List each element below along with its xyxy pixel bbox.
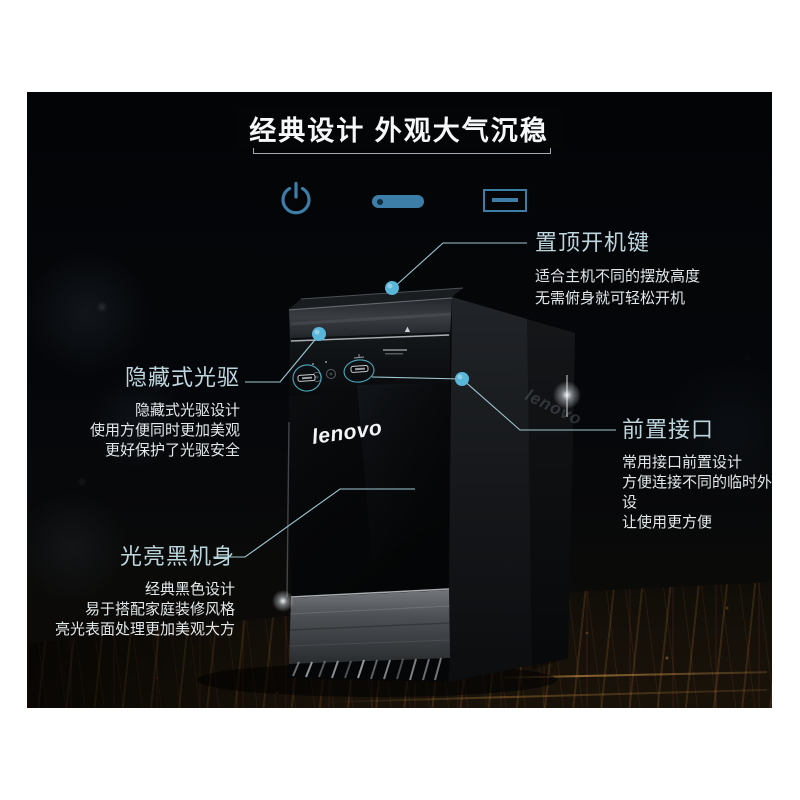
tower-side-shade — [527, 318, 575, 670]
base-band — [289, 590, 450, 664]
usb-symbol-mark — [353, 354, 365, 359]
callout-desc-line: 易于搭配家庭装修风格 — [84, 601, 235, 618]
optical-drive-cover — [289, 297, 452, 342]
callout-desc: 常用接口前置设计 方便连接不同的临时外设 让使用更方便 — [622, 453, 772, 533]
lens-flare — [272, 590, 294, 612]
brushed-line — [289, 622, 451, 631]
usb-port-icon — [483, 189, 527, 212]
callout-desc-line: 使用方便同时更加美观 — [89, 422, 240, 439]
callout-desc-line: 让使用更方便 — [622, 514, 713, 531]
lid-edge-highlight — [300, 287, 464, 300]
usb-port-left — [297, 374, 316, 382]
eject-icon: ▲ — [403, 324, 412, 334]
callout-desc: 经典黑色设计 易于搭配家庭装修风格 亮光表面处理更加美观大方 — [55, 580, 235, 640]
callout-desc-line: 更好保护了光驱安全 — [104, 442, 240, 459]
callout-label: 光亮黑机身 — [119, 544, 235, 569]
tower-top-lid — [289, 288, 463, 309]
callout-desc-line: 经典黑色设计 — [144, 581, 235, 598]
product-photo-area: lenovo ▲ — [27, 92, 772, 708]
callout-desc-line: 方便连接不同的临时外设 — [622, 474, 772, 511]
callout-hidden-optical-drive: 隐藏式光驱 隐藏式光驱设计 使用方便同时更加美观 更好保护了光驱安全 — [90, 360, 240, 461]
callout-desc-line: 亮光表面处理更加美观大方 — [54, 621, 235, 638]
band-top-line — [288, 297, 453, 311]
callout-desc: 隐藏式光驱设计 使用方便同时更加美观 更好保护了光驱安全 — [90, 401, 240, 461]
brushed-line — [290, 312, 452, 326]
drive-slot-icon — [372, 195, 424, 208]
edge-light-streak — [286, 421, 290, 598]
callout-desc-line: 隐藏式光驱设计 — [134, 402, 240, 419]
base-top-highlight — [290, 588, 450, 598]
callout-top-power-key: 置顶开机键 适合主机不同的摆放高度 无需俯身就可轻松开机 — [535, 225, 700, 310]
audio-jack-pin — [315, 375, 319, 379]
page-title: 经典设计 外观大气沉稳 — [235, 109, 563, 148]
callout-label: 前置接口 — [622, 417, 715, 442]
callout-desc-line: 无需俯身就可轻松开机 — [535, 290, 686, 307]
brushed-line — [288, 639, 451, 647]
callout-label: 置顶开机键 — [535, 230, 651, 255]
callout-front-ports: 前置接口 常用接口前置设计 方便连接不同的临时外设 让使用更方便 — [622, 412, 772, 533]
callout-glossy-black-body: 光亮黑机身 经典黑色设计 易于搭配家庭装修风格 亮光表面处理更加美观大方 — [55, 539, 235, 640]
callout-desc-line: 适合主机不同的摆放高度 — [535, 268, 701, 285]
brushed-line — [289, 605, 451, 615]
usb-port-right — [350, 365, 369, 373]
port-label-mark — [325, 361, 327, 363]
audio-jack-pin — [329, 372, 333, 376]
vent-slats — [292, 657, 442, 681]
drive-model-text-mark — [385, 353, 403, 355]
port-label-mark — [312, 363, 314, 365]
drive-model-text-mark — [383, 349, 407, 351]
power-icon — [281, 181, 311, 215]
vent-band — [286, 658, 450, 682]
callout-desc: 适合主机不同的摆放高度 无需俯身就可轻松开机 — [535, 266, 700, 310]
callout-desc-line: 常用接口前置设计 — [622, 454, 743, 471]
callout-label: 隐藏式光驱 — [124, 365, 240, 390]
